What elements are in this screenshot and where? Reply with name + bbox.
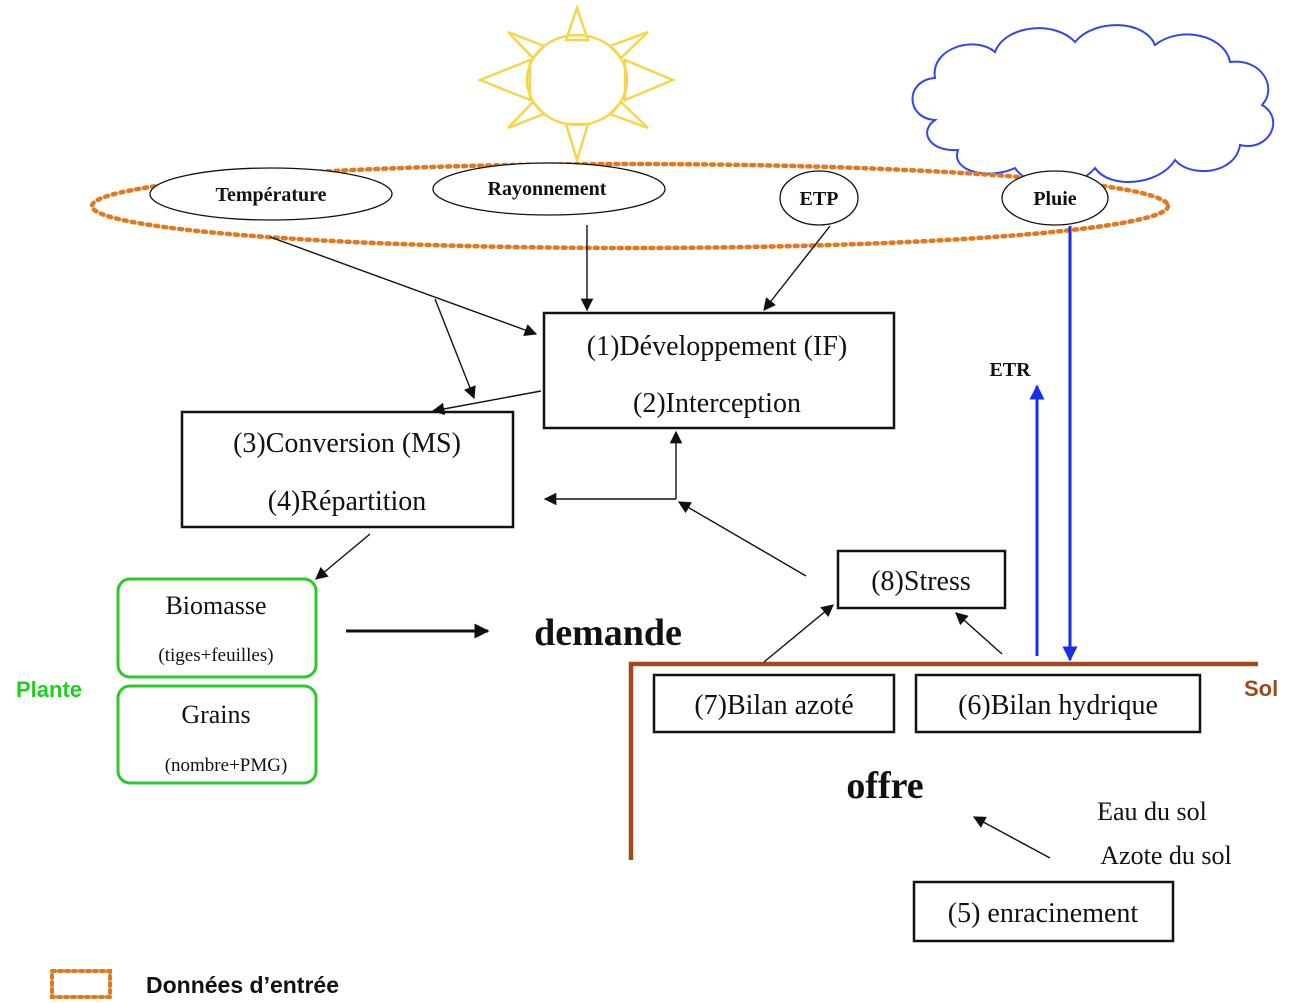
input-data-boundary	[89, 161, 1171, 251]
arrow-interception-to-conversion	[431, 390, 542, 416]
biomasse-detail: (tiges+feuilles)	[158, 645, 273, 666]
module-enracinement: (5) enracinement	[912, 880, 1175, 943]
module-4-label: (4)Répartition	[268, 486, 427, 517]
module-8-label: (8)Stress	[871, 566, 971, 597]
arrow-etp-to-development	[763, 225, 831, 311]
module-6-label: (6)Bilan hydrique	[958, 690, 1158, 721]
grains-title: Grains	[181, 700, 250, 729]
grains-detail: (nombre+PMG)	[165, 755, 288, 776]
biomasse-title: Biomasse	[165, 591, 266, 620]
plant-biomasse-box: Biomasse (tiges+feuilles)	[116, 577, 318, 679]
input-etp: ETP	[779, 170, 859, 226]
offre-label: offre	[846, 765, 923, 807]
arrow-hydrique-to-stress	[955, 612, 1003, 655]
module-1-label: (1)Développement (IF)	[587, 331, 847, 362]
sol-label: Sol	[1244, 676, 1278, 701]
module-conversion-repartition: (3)Conversion (MS) (4)Répartition	[180, 410, 515, 529]
azote-du-sol-label: Azote du sol	[1100, 841, 1231, 870]
input-temperature-label: Température	[215, 184, 326, 206]
plante-label: Plante	[16, 677, 82, 702]
flow-arrows	[269, 225, 1051, 859]
soil-surface-line	[628, 661, 1258, 860]
input-temperature: Température	[149, 167, 393, 221]
arrow-soil-to-offre	[972, 816, 1051, 859]
input-pluie-label: Pluie	[1033, 188, 1076, 210]
arrow-azote-to-stress	[763, 604, 834, 663]
sun-icon	[476, 4, 677, 165]
eau-du-sol-label: Eau du sol	[1097, 797, 1207, 826]
module-7-label: (7)Bilan azoté	[694, 690, 853, 721]
demande-label: demande	[534, 612, 682, 654]
module-2-label: (2)Interception	[633, 388, 801, 419]
arrow-temperature-to-conversion	[434, 298, 476, 400]
arrow-temperature-to-development	[269, 236, 538, 337]
module-bilan-azote: (7)Bilan azoté	[652, 673, 896, 734]
module-3-label: (3)Conversion (MS)	[233, 428, 461, 459]
arrow-repartition-to-biomasse	[315, 533, 371, 580]
module-development-interception: (1)Développement (IF) (2)Interception	[542, 311, 896, 430]
legend-dotted-swatch	[50, 969, 112, 999]
legend: Données d’entrée	[50, 969, 339, 999]
input-rayonnement-label: Rayonnement	[488, 178, 607, 200]
input-etp-label: ETP	[800, 188, 839, 210]
module-bilan-hydrique: (6)Bilan hydrique	[914, 673, 1202, 734]
input-rayonnement: Rayonnement	[432, 162, 666, 216]
cloud-icon	[911, 24, 1275, 187]
arrow-stress-to-junction	[677, 501, 807, 577]
module-5-label: (5) enracinement	[948, 898, 1139, 929]
module-stress: (8)Stress	[836, 549, 1007, 610]
plant-grains-box: Grains (nombre+PMG)	[116, 684, 318, 785]
etr-label: ETR	[989, 359, 1031, 381]
input-pluie: Pluie	[1001, 170, 1109, 226]
legend-input-data-label: Données d’entrée	[146, 972, 339, 998]
